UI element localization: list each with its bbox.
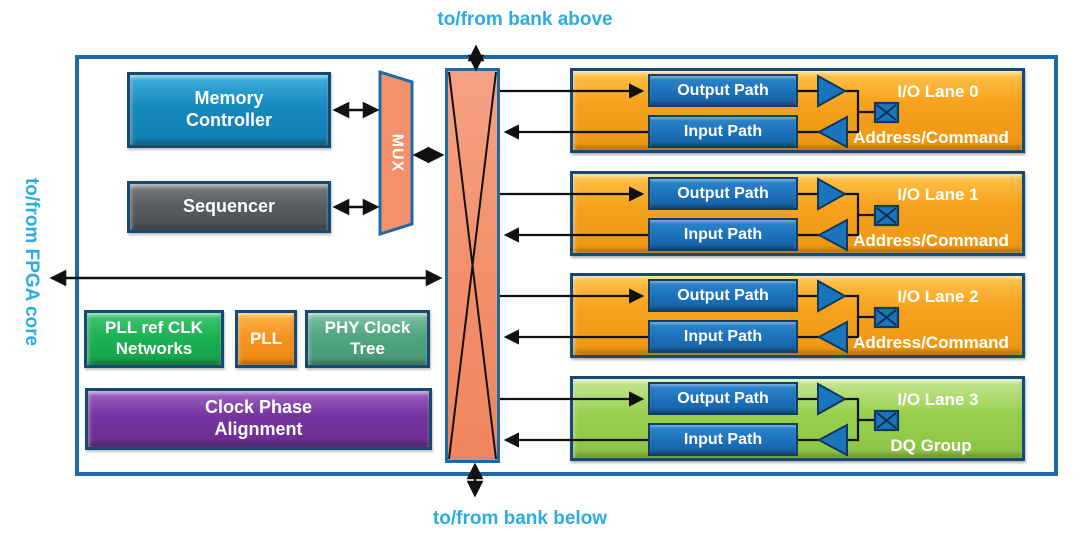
output-path-box: Output Path <box>648 74 798 107</box>
io-lane-1: Output Path Input Path I/O Lane 1 Addres… <box>570 171 1025 256</box>
mux-block: MUX <box>374 133 418 173</box>
phy-clock-tree-block: PHY Clock Tree <box>305 310 430 368</box>
output-path-box: Output Path <box>648 177 798 210</box>
input-path-box: Input Path <box>648 423 798 456</box>
label-bank-above: to/from bank above <box>437 9 613 30</box>
output-path-box: Output Path <box>648 382 798 415</box>
lane-group-label: Address/Command <box>853 231 1009 250</box>
lane-group-label: DQ Group <box>890 436 972 455</box>
crossbar-block <box>445 68 500 463</box>
lane-name-label: I/O Lane 3 <box>897 390 979 409</box>
sequencer-block: Sequencer <box>127 181 331 233</box>
label-bank-below: to/from bank below <box>432 508 608 529</box>
lane-name-label: I/O Lane 1 <box>897 185 979 204</box>
input-path-box: Input Path <box>648 320 798 353</box>
memory-controller-block: Memory Controller <box>127 72 331 148</box>
clock-phase-alignment-block: Clock Phase Alignment <box>85 388 432 450</box>
output-path-box: Output Path <box>648 279 798 312</box>
lane-group-label: Address/Command <box>853 333 1009 352</box>
lane-name-label: I/O Lane 0 <box>897 82 979 101</box>
io-lane-2: Output Path Input Path I/O Lane 2 Addres… <box>570 273 1025 358</box>
io-lane-0: Output Path Input Path I/O Lane 0 Addres… <box>570 68 1025 153</box>
io-lane-3: Output Path Input Path I/O Lane 3 DQ Gro… <box>570 376 1025 461</box>
phy-boundary-frame <box>75 55 1058 476</box>
input-path-box: Input Path <box>648 115 798 148</box>
label-fpga-core: to/from FPGA core <box>21 177 42 347</box>
input-path-box: Input Path <box>648 218 798 251</box>
pll-ref-clk-networks-block: PLL ref CLK Networks <box>84 310 224 368</box>
pll-block: PLL <box>235 310 297 368</box>
lane-name-label: I/O Lane 2 <box>897 287 979 306</box>
lane-group-label: Address/Command <box>853 128 1009 147</box>
mux-label: MUX <box>388 133 405 173</box>
